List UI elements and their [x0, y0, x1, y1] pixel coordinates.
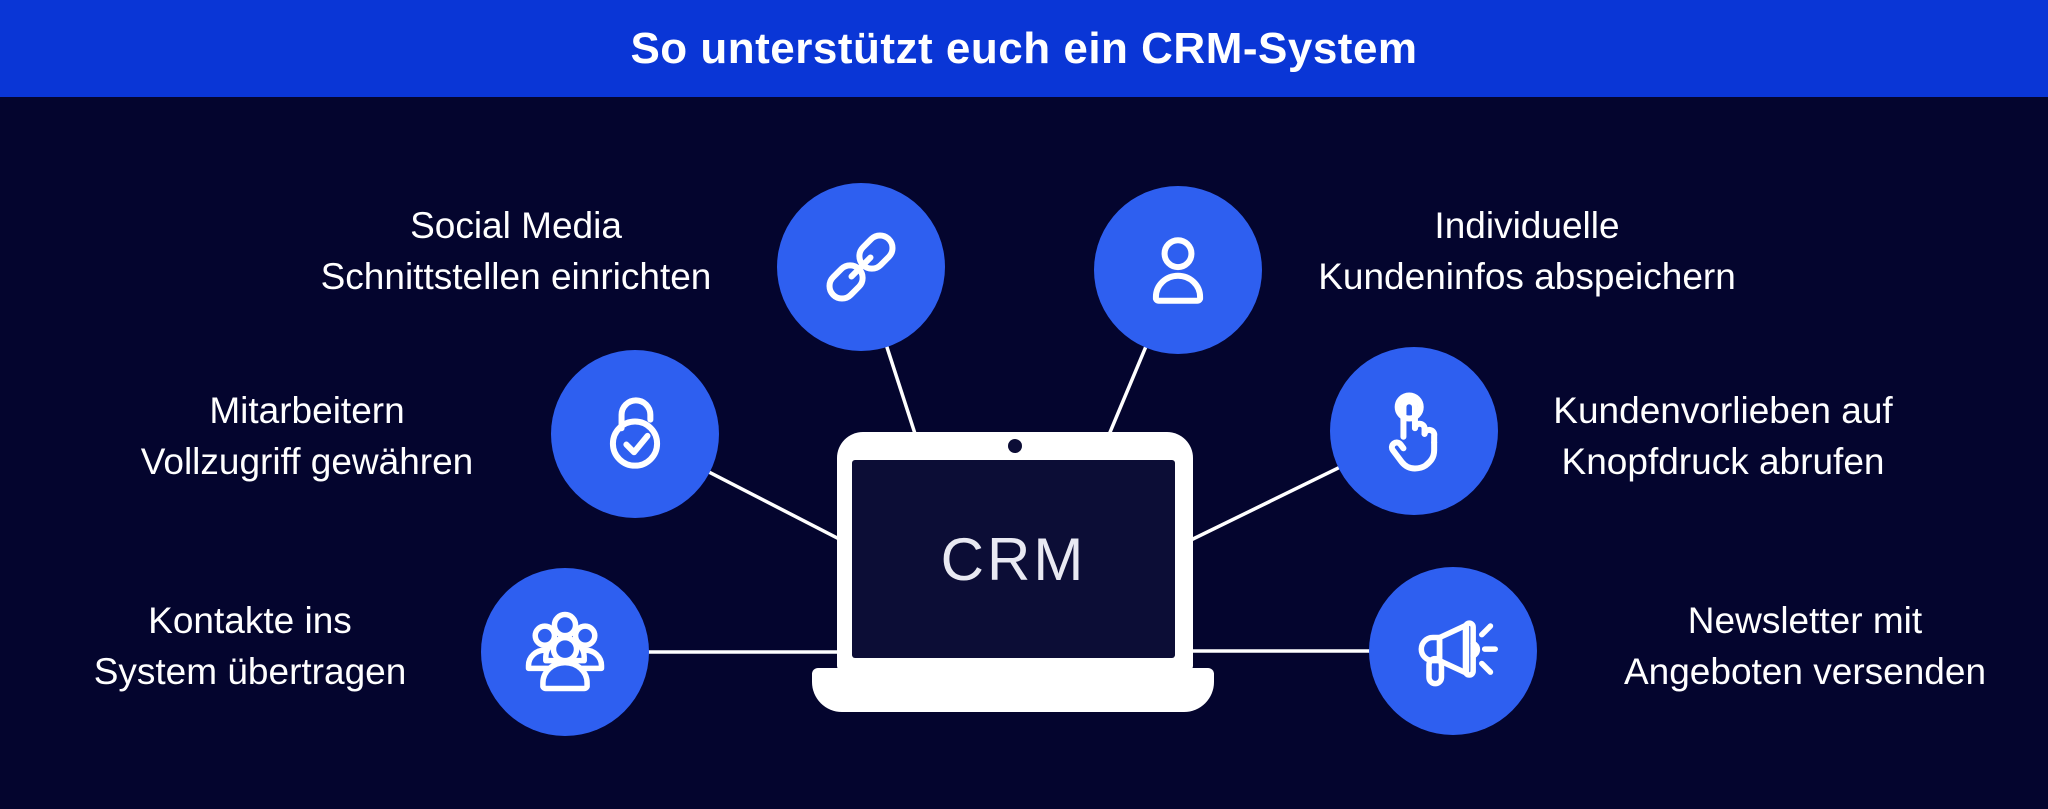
label-line: Vollzugriff gewähren: [140, 441, 474, 482]
bubble-customer-info: [1094, 186, 1262, 354]
bubble-newsletter: [1369, 567, 1537, 735]
infographic-title: So unterstützt euch ein CRM-System: [630, 23, 1418, 73]
laptop-base: [812, 668, 1214, 712]
label-line: Social Media: [410, 205, 622, 246]
link-icon: [813, 219, 909, 315]
label-line: Schnittstellen einrichten: [320, 256, 712, 297]
label-line: Angeboten versenden: [1623, 651, 1987, 692]
tap-icon: [1366, 383, 1462, 479]
label-line: Newsletter mit: [1687, 600, 1923, 641]
unlock-check-icon: [587, 386, 683, 482]
label-line: Mitarbeitern: [209, 390, 405, 431]
users-group-icon: [517, 604, 613, 700]
megaphone-icon: [1405, 603, 1501, 699]
bubble-full-access: [551, 350, 719, 518]
bubble-preferences: [1330, 347, 1498, 515]
label-customer-info: Individuelle Kundeninfos abspeichern: [1318, 200, 1736, 302]
label-line: Kundenvorlieben auf: [1553, 390, 1893, 431]
bubble-contacts: [481, 568, 649, 736]
label-line: System übertragen: [93, 651, 407, 692]
bubble-social-media: [777, 183, 945, 351]
label-line: Individuelle: [1434, 205, 1620, 246]
laptop-screen: CRM: [852, 460, 1175, 658]
label-preferences: Kundenvorlieben auf Knopfdruck abrufen: [1553, 385, 1892, 487]
user-icon: [1130, 222, 1226, 318]
label-social-media: Social Media Schnittstellen einrichten: [321, 200, 712, 302]
label-line: Kontakte ins: [148, 600, 352, 641]
crm-label: CRM: [940, 525, 1087, 593]
title-bar: So unterstützt euch ein CRM-System: [0, 0, 2048, 97]
label-line: Knopfdruck abrufen: [1561, 441, 1885, 482]
label-contacts: Kontakte ins System übertragen: [94, 595, 407, 697]
webcam-dot-icon: [1008, 439, 1022, 453]
label-full-access: Mitarbeitern Vollzugriff gewähren: [141, 385, 474, 487]
label-newsletter: Newsletter mit Angeboten versenden: [1624, 595, 1986, 697]
label-line: Kundeninfos abspeichern: [1318, 256, 1736, 297]
laptop-illustration: CRM: [837, 432, 1193, 670]
